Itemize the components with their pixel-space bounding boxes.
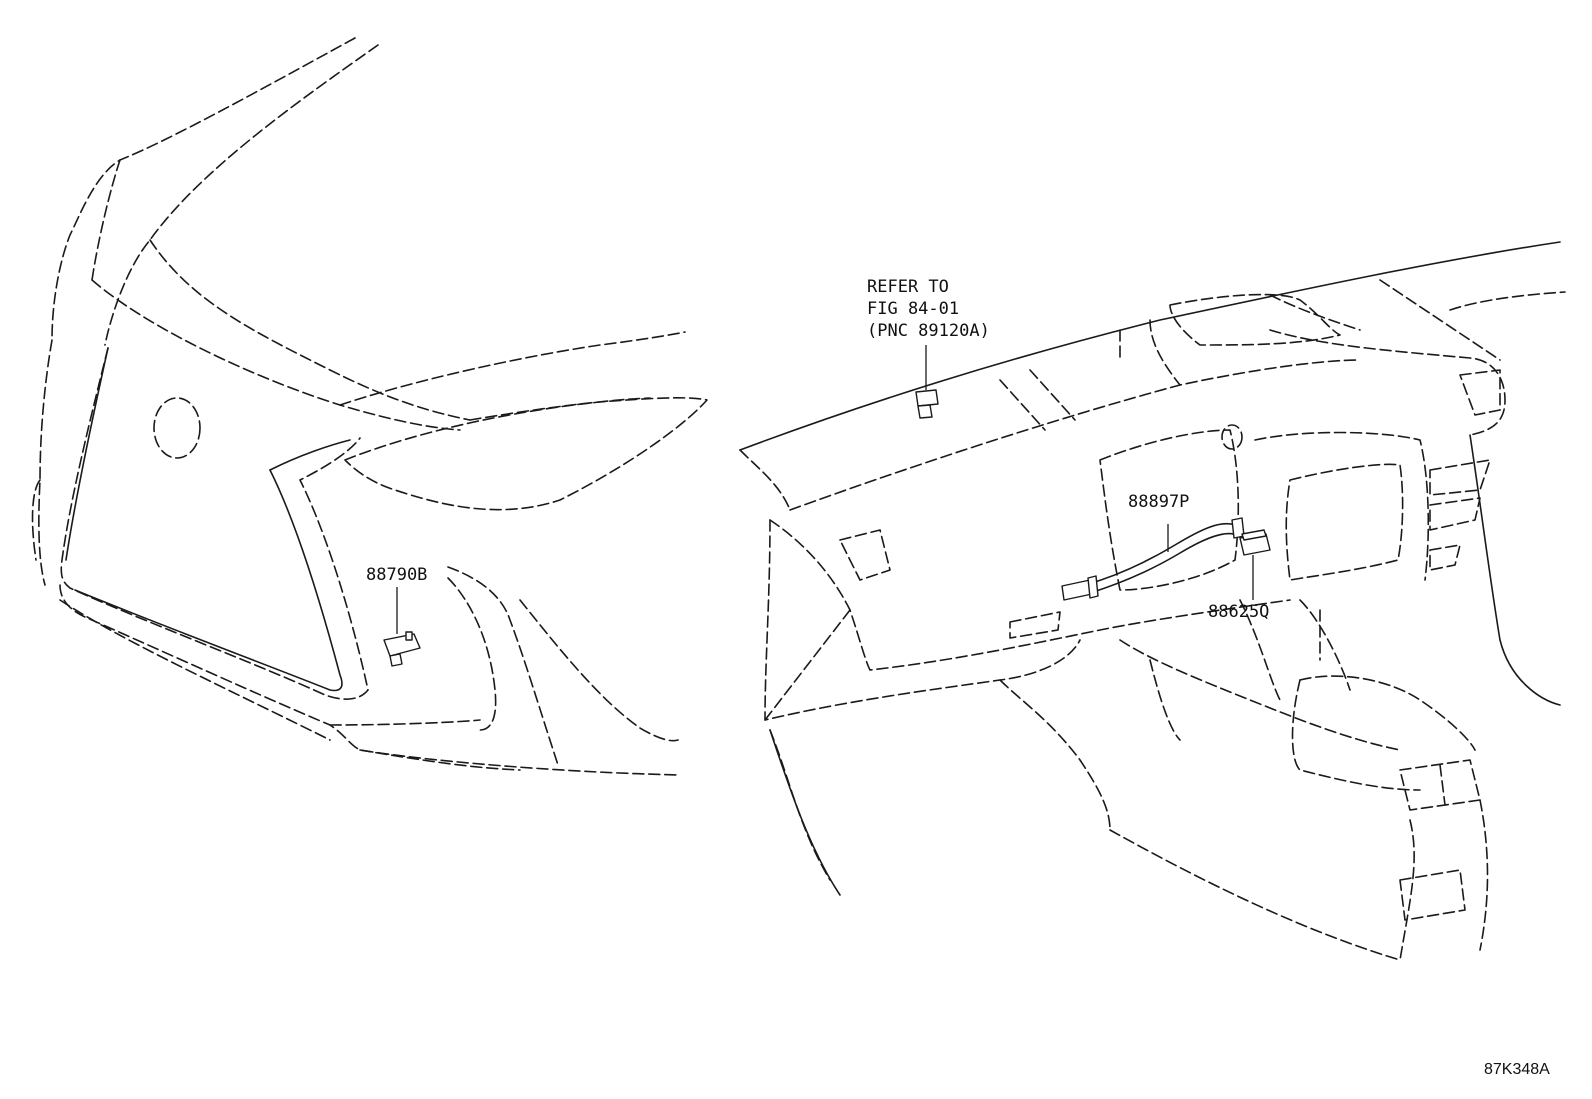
part-89120A-sensor <box>915 345 939 419</box>
callout-refer-line2: FIG 84-01 <box>867 299 960 319</box>
part-88625Q-connector <box>1239 529 1271 600</box>
callout-refer-line1: REFER TO <box>867 277 949 297</box>
callout-88790B: 88790B <box>366 565 428 585</box>
callout-88625Q: 88625Q <box>1208 602 1270 622</box>
callout-88897P: 88897P <box>1128 492 1190 512</box>
part-88790B-sensor <box>383 587 421 667</box>
front-bumper-outline <box>31 37 708 776</box>
figure-id: 87K348A <box>1484 1061 1550 1078</box>
callout-refer-line3: (PNC 89120A) <box>867 321 990 341</box>
instrument-panel-outline <box>739 241 1566 961</box>
